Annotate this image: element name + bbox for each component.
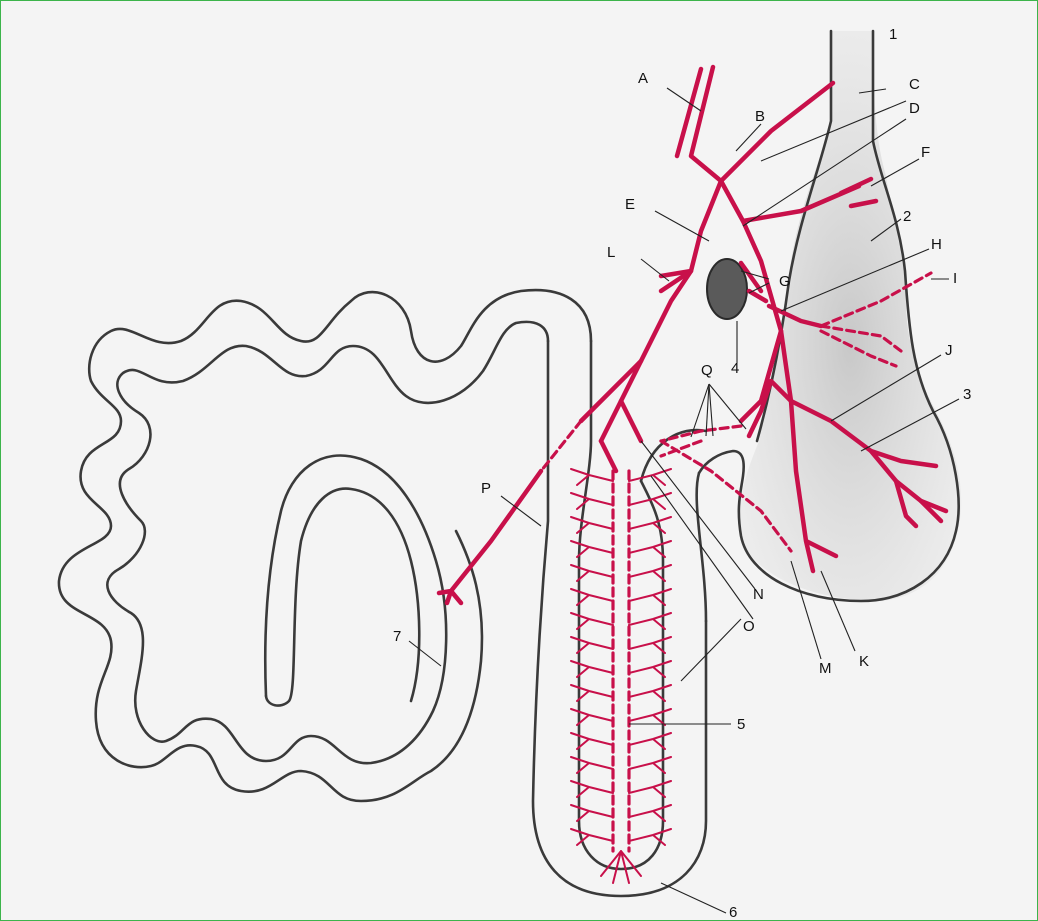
colon-twig: [571, 493, 613, 509]
label-o: O: [743, 618, 755, 635]
shaded-organ: [739, 31, 961, 601]
label-4: 4: [731, 360, 739, 377]
intestine-inner-loop: [266, 489, 419, 706]
label-g: G: [779, 273, 791, 290]
colon-twig: [571, 661, 613, 677]
colon-side-branches: [571, 469, 671, 883]
label-c: C: [909, 76, 920, 93]
colon-twig: [629, 709, 671, 725]
colon-inner-left-wall: [579, 341, 663, 869]
colon-twig: [571, 565, 613, 581]
label-m: M: [819, 660, 832, 677]
label-i: I: [953, 270, 957, 287]
label-j: J: [945, 342, 953, 359]
label-e: E: [625, 196, 635, 213]
colon-twig: [629, 781, 671, 797]
colon-connector: [641, 430, 706, 621]
colon-twig: [571, 637, 613, 653]
colon-left-wall: [533, 341, 706, 896]
label-h: H: [931, 236, 942, 253]
colon-twig: [571, 685, 613, 701]
label-6: 6: [729, 904, 737, 920]
label-b: B: [755, 108, 765, 125]
colon-twig: [629, 613, 671, 629]
colon-twig: [629, 589, 671, 605]
colon-twig: [571, 469, 613, 485]
label-3: 3: [963, 386, 971, 403]
label-1: 1: [889, 26, 897, 43]
label-f: F: [921, 144, 930, 161]
label-5: 5: [737, 716, 745, 733]
colon-twig: [571, 517, 613, 533]
colon-twig: [629, 757, 671, 773]
label-n: N: [753, 586, 764, 603]
colon-twig: [629, 541, 671, 557]
colon-twig: [629, 829, 671, 845]
colon-twig: [571, 805, 613, 821]
label-k: K: [859, 653, 869, 670]
colon-twig: [571, 613, 613, 629]
colon-twig: [629, 661, 671, 677]
colon-twig: [571, 757, 613, 773]
colon-twig: [571, 709, 613, 725]
colon-twig: [571, 829, 613, 845]
node-4: [707, 259, 747, 319]
colon-twig: [629, 805, 671, 821]
label-7: 7: [393, 628, 401, 645]
label-2: 2: [903, 208, 911, 225]
colon-twig: [571, 589, 613, 605]
intestine-inner-wall: [107, 322, 548, 763]
label-q: Q: [701, 362, 713, 379]
vessel-branch-n: [601, 401, 641, 471]
colon-twig: [601, 851, 641, 883]
colon-twig: [629, 517, 671, 533]
vessel-a-branch: [677, 69, 701, 156]
vessel-branch-c: [721, 83, 833, 181]
colon-twig: [571, 781, 613, 797]
colon-twig: [629, 565, 671, 581]
label-l: L: [607, 244, 615, 261]
label-d: D: [909, 100, 920, 117]
colon-twig: [629, 685, 671, 701]
colon-twig: [571, 733, 613, 749]
label-p: P: [481, 480, 491, 497]
colon-twig: [571, 541, 613, 557]
colon-twig: [629, 637, 671, 653]
colon-twig: [629, 733, 671, 749]
label-a: A: [638, 70, 648, 87]
